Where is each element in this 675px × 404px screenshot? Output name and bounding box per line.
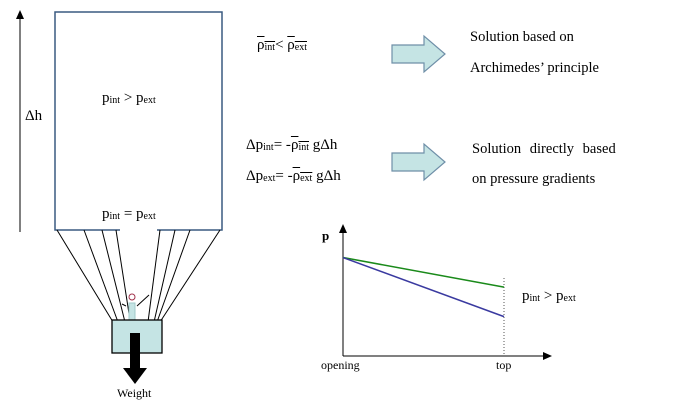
burner-figure xyxy=(121,293,150,322)
block-arrow-gradients xyxy=(391,142,446,182)
external-pressure-equation: Δpext= -ρext gΔh xyxy=(246,168,341,184)
chart-series-group xyxy=(342,256,505,318)
weight-arrow xyxy=(123,333,147,384)
internal-pressure-line xyxy=(342,256,505,288)
archimedes-solution-line2: Archimedes’ principle xyxy=(470,60,599,76)
chart-curve-label: pint > pext xyxy=(522,288,576,304)
gradients-solution-line1: Solution directly based xyxy=(472,141,616,157)
archimedes-solution-line1: Solution based on xyxy=(470,29,574,45)
block-arrow-archimedes xyxy=(391,34,446,74)
internal-pressure-equation: Δpint= -ρint gΔh xyxy=(246,137,338,153)
weight-label: Weight xyxy=(117,386,152,400)
upper-pressure-relation: pint > pext xyxy=(102,90,156,106)
external-pressure-line xyxy=(342,256,505,318)
gradients-solution-line2: on pressure gradients xyxy=(472,171,596,187)
suspension-ropes xyxy=(56,229,221,323)
balloon-envelope xyxy=(54,11,223,231)
density-condition: ρint< ρext xyxy=(257,37,307,53)
chart-x-tick-opening: opening xyxy=(321,358,360,372)
opening-pressure-relation: pint = pext xyxy=(102,206,156,222)
height-label: Δh xyxy=(25,108,43,124)
chart-x-tick-top: top xyxy=(496,358,512,372)
chart-y-axis-label: p xyxy=(322,228,330,243)
